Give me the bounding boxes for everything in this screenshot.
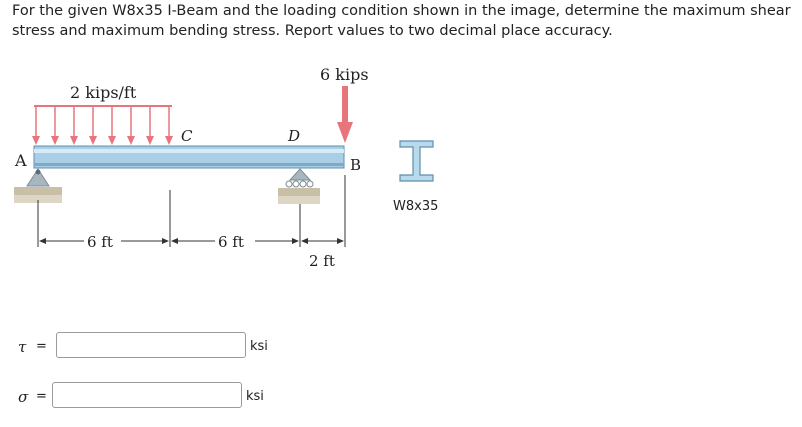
bending-stress-row: σ = ksi (0, 382, 300, 412)
point-load-label: 6 kips (320, 65, 369, 84)
section-label: W8x35 (393, 199, 438, 214)
point-b-label: B (350, 156, 361, 174)
equals-sign: = (36, 339, 47, 354)
roller-support-d (278, 168, 320, 204)
point-a-label: A (14, 151, 27, 170)
distributed-load-arrowhead (32, 136, 40, 145)
distributed-load-arrowhead (165, 136, 173, 145)
beam (33, 145, 345, 169)
point-d-label: D (287, 127, 300, 145)
sigma-symbol: σ (18, 388, 29, 406)
shear-unit-label: ksi (250, 339, 268, 354)
question-text: For the given W8x35 I-Beam and the loadi… (12, 3, 791, 39)
pin-support-a (14, 168, 62, 203)
tau-symbol: τ (18, 338, 27, 356)
point-load-arrow (337, 86, 353, 143)
distributed-load-arrows (32, 105, 173, 145)
shear-stress-row: τ = ksi (0, 332, 300, 362)
bending-unit-label: ksi (246, 389, 264, 404)
distributed-load-arrowhead (70, 136, 78, 145)
bending-stress-input[interactable] (52, 382, 242, 408)
point-c-label: C (181, 127, 193, 145)
distributed-load-label: 2 kips/ft (70, 83, 137, 102)
dimension-cd-label: 6 ft (218, 233, 244, 251)
dimension-ac-label: 6 ft (87, 233, 113, 251)
dimension-db-label: 2 ft (309, 252, 335, 270)
distributed-load-arrowhead (51, 136, 59, 145)
distributed-load-arrowhead (89, 136, 97, 145)
equals-sign: = (36, 389, 47, 404)
dimension-lines (37, 175, 346, 247)
beam-figure: 2 kips/ft 6 kips A B C D (0, 55, 460, 275)
distributed-load-arrowhead (127, 136, 135, 145)
shear-stress-input[interactable] (56, 332, 246, 358)
i-beam-section-icon (399, 140, 434, 182)
distributed-load-arrowhead (146, 136, 154, 145)
distributed-load-arrowhead (108, 136, 116, 145)
